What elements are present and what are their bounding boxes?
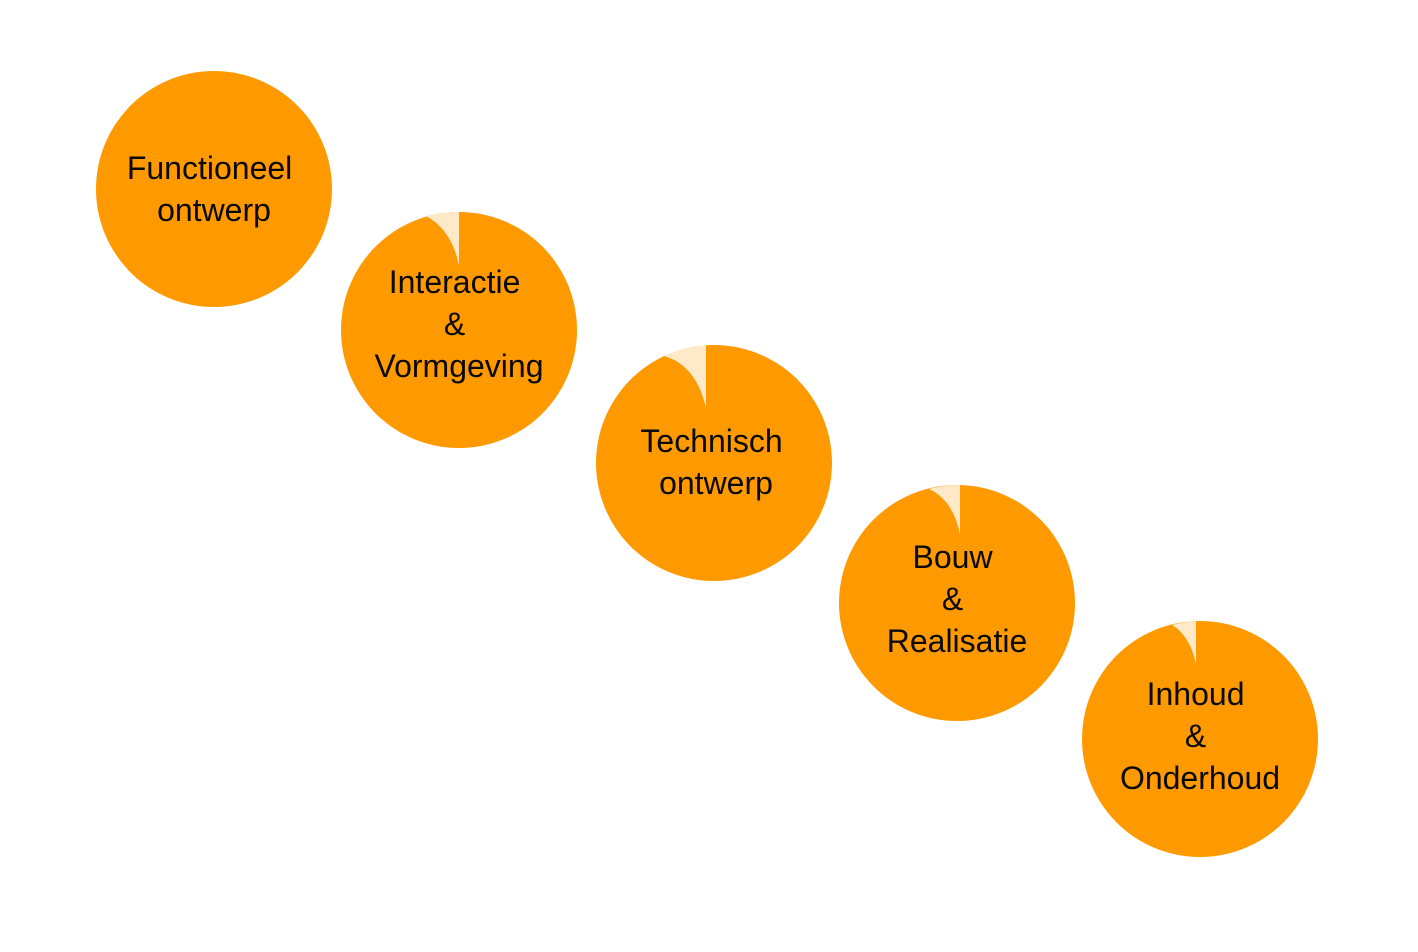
phase-label-line: ontwerp [659, 465, 773, 501]
phase-label-line: Bouw [913, 539, 994, 575]
phase-circle [839, 485, 1075, 721]
phase-notch [1172, 621, 1196, 664]
phase-bouw-realisatie: Bouw & Realisatie [839, 484, 1075, 721]
phase-notch [426, 211, 459, 266]
phase-label-line: Realisatie [887, 623, 1028, 659]
phase-interactie-vormgeving: Interactie & Vormgeving [341, 211, 577, 448]
phase-label-line: Onderhoud [1120, 760, 1280, 796]
phase-notch [929, 484, 960, 534]
phase-label: Interactie & Vormgeving [375, 264, 544, 384]
phase-functioneel-ontwerp: Functioneel ontwerp [96, 71, 332, 307]
phase-label-line: & [444, 306, 465, 342]
phase-label-line: ontwerp [157, 192, 271, 228]
phase-label: Functioneel ontwerp [127, 150, 301, 228]
phase-label-line: & [1185, 718, 1206, 754]
phase-label: Inhoud & Onderhoud [1120, 676, 1280, 796]
phase-label-line: Interactie [389, 264, 521, 300]
phase-label-line: & [942, 581, 963, 617]
phase-circle [96, 71, 332, 307]
phase-label: Bouw & Realisatie [887, 539, 1028, 659]
phase-label-line: Functioneel [127, 150, 292, 186]
phase-technisch-ontwerp: Technisch ontwerp [596, 345, 832, 581]
phase-notch [664, 345, 706, 408]
phase-circle [341, 212, 577, 448]
phase-inhoud-onderhoud: Inhoud & Onderhoud [1082, 621, 1318, 857]
phase-label-line: Inhoud [1147, 676, 1245, 712]
phase-label: Technisch ontwerp [640, 423, 791, 501]
phase-circle [1082, 621, 1318, 857]
phase-circle [596, 345, 832, 581]
phase-label-line: Technisch [640, 423, 782, 459]
phase-label-line: Vormgeving [375, 348, 544, 384]
